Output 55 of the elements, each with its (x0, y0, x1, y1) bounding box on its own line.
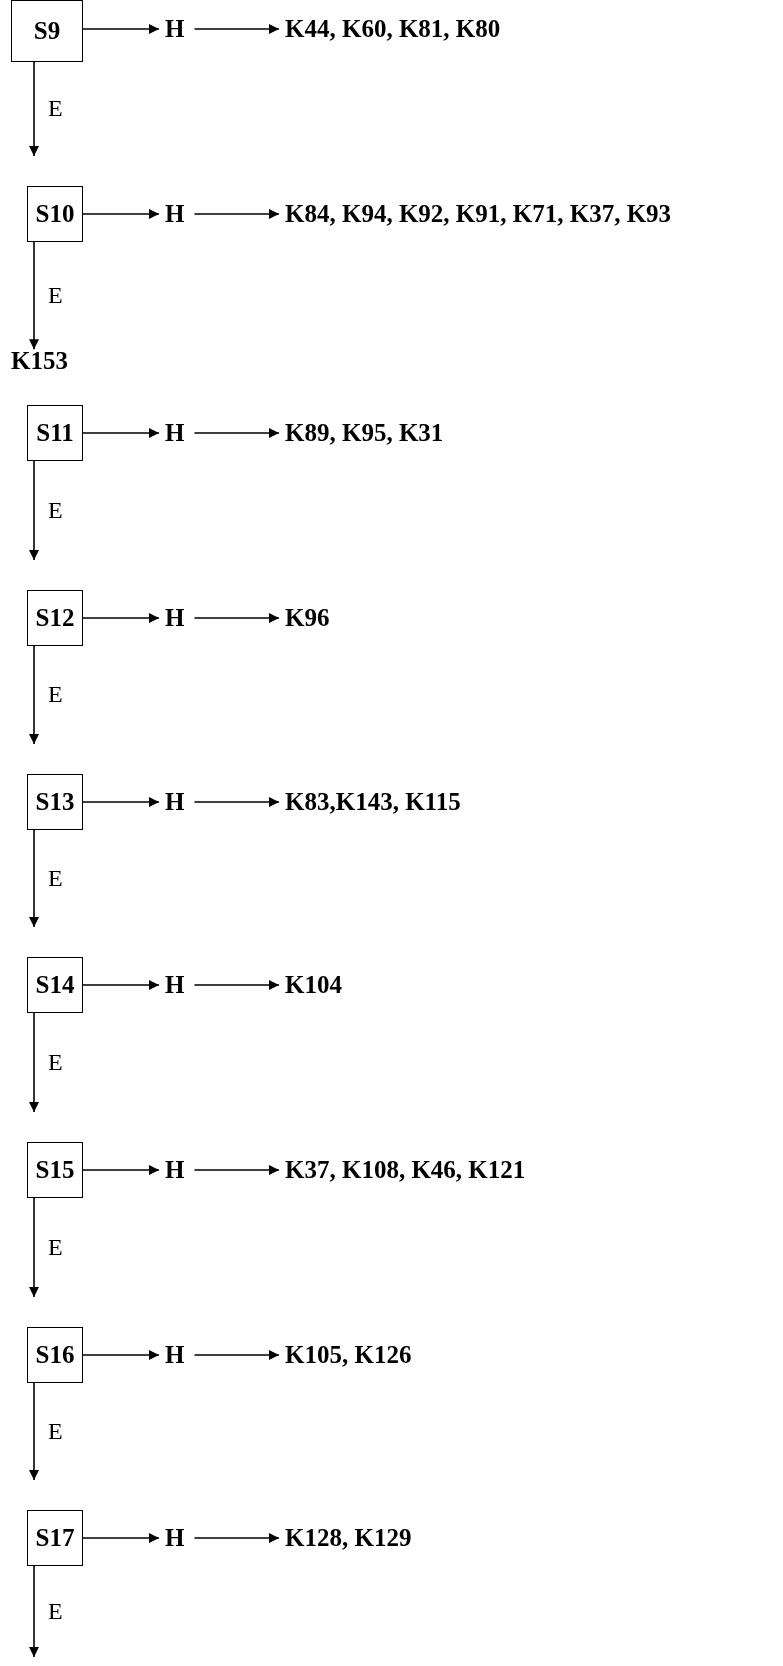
node-label: H (165, 15, 185, 43)
node-label: K37, K108, K46, K121 (285, 1156, 526, 1184)
node-label: H (165, 419, 185, 447)
arrow (82, 24, 160, 34)
arrow (82, 797, 160, 807)
node-label: K83,K143, K115 (285, 788, 461, 816)
node-label: K84, K94, K92, K91, K71, K37, K93 (285, 200, 672, 228)
process-box: S11 (27, 405, 83, 461)
process-box: S16 (27, 1327, 83, 1383)
arrow (193, 613, 280, 623)
arrow (193, 1533, 280, 1543)
node-label: K44, K60, K81, K80 (285, 15, 501, 43)
arrow (29, 645, 39, 745)
node-label: H (165, 1156, 185, 1184)
arrow (193, 209, 280, 219)
node-label: K128, K129 (285, 1524, 412, 1552)
node-label: K96 (285, 604, 330, 632)
arrow (193, 797, 280, 807)
arrow (193, 1165, 280, 1175)
arrow (82, 209, 160, 219)
node-label: K89, K95, K31 (285, 419, 444, 447)
process-box: S13 (27, 774, 83, 830)
arrow (29, 1382, 39, 1481)
node-label: H (165, 200, 185, 228)
node-label: K153 (11, 347, 68, 375)
arrow (82, 428, 160, 438)
process-box: S9 (11, 0, 83, 62)
node-label: H (165, 604, 185, 632)
arrow (29, 1012, 39, 1113)
process-box: S15 (27, 1142, 83, 1198)
node-label: K105, K126 (285, 1341, 412, 1369)
arrow (29, 61, 39, 157)
arrow (193, 1350, 280, 1360)
arrow (82, 1350, 160, 1360)
arrow (29, 829, 39, 928)
process-box: S17 (27, 1510, 83, 1566)
arrow (29, 1565, 39, 1658)
node-label: K104 (285, 971, 342, 999)
process-box: S10 (27, 186, 83, 242)
arrow (193, 24, 280, 34)
node-label: H (165, 971, 185, 999)
arrow (29, 241, 39, 351)
arrow (29, 1197, 39, 1298)
arrow (193, 428, 280, 438)
arrow (82, 1165, 160, 1175)
arrow (82, 1533, 160, 1543)
node-label: H (165, 788, 185, 816)
node-label: H (165, 1524, 185, 1552)
arrow (193, 980, 280, 990)
arrow (82, 613, 160, 623)
process-box: S12 (27, 590, 83, 646)
process-box: S14 (27, 957, 83, 1013)
arrow (29, 460, 39, 561)
node-label: H (165, 1341, 185, 1369)
arrow (82, 980, 160, 990)
